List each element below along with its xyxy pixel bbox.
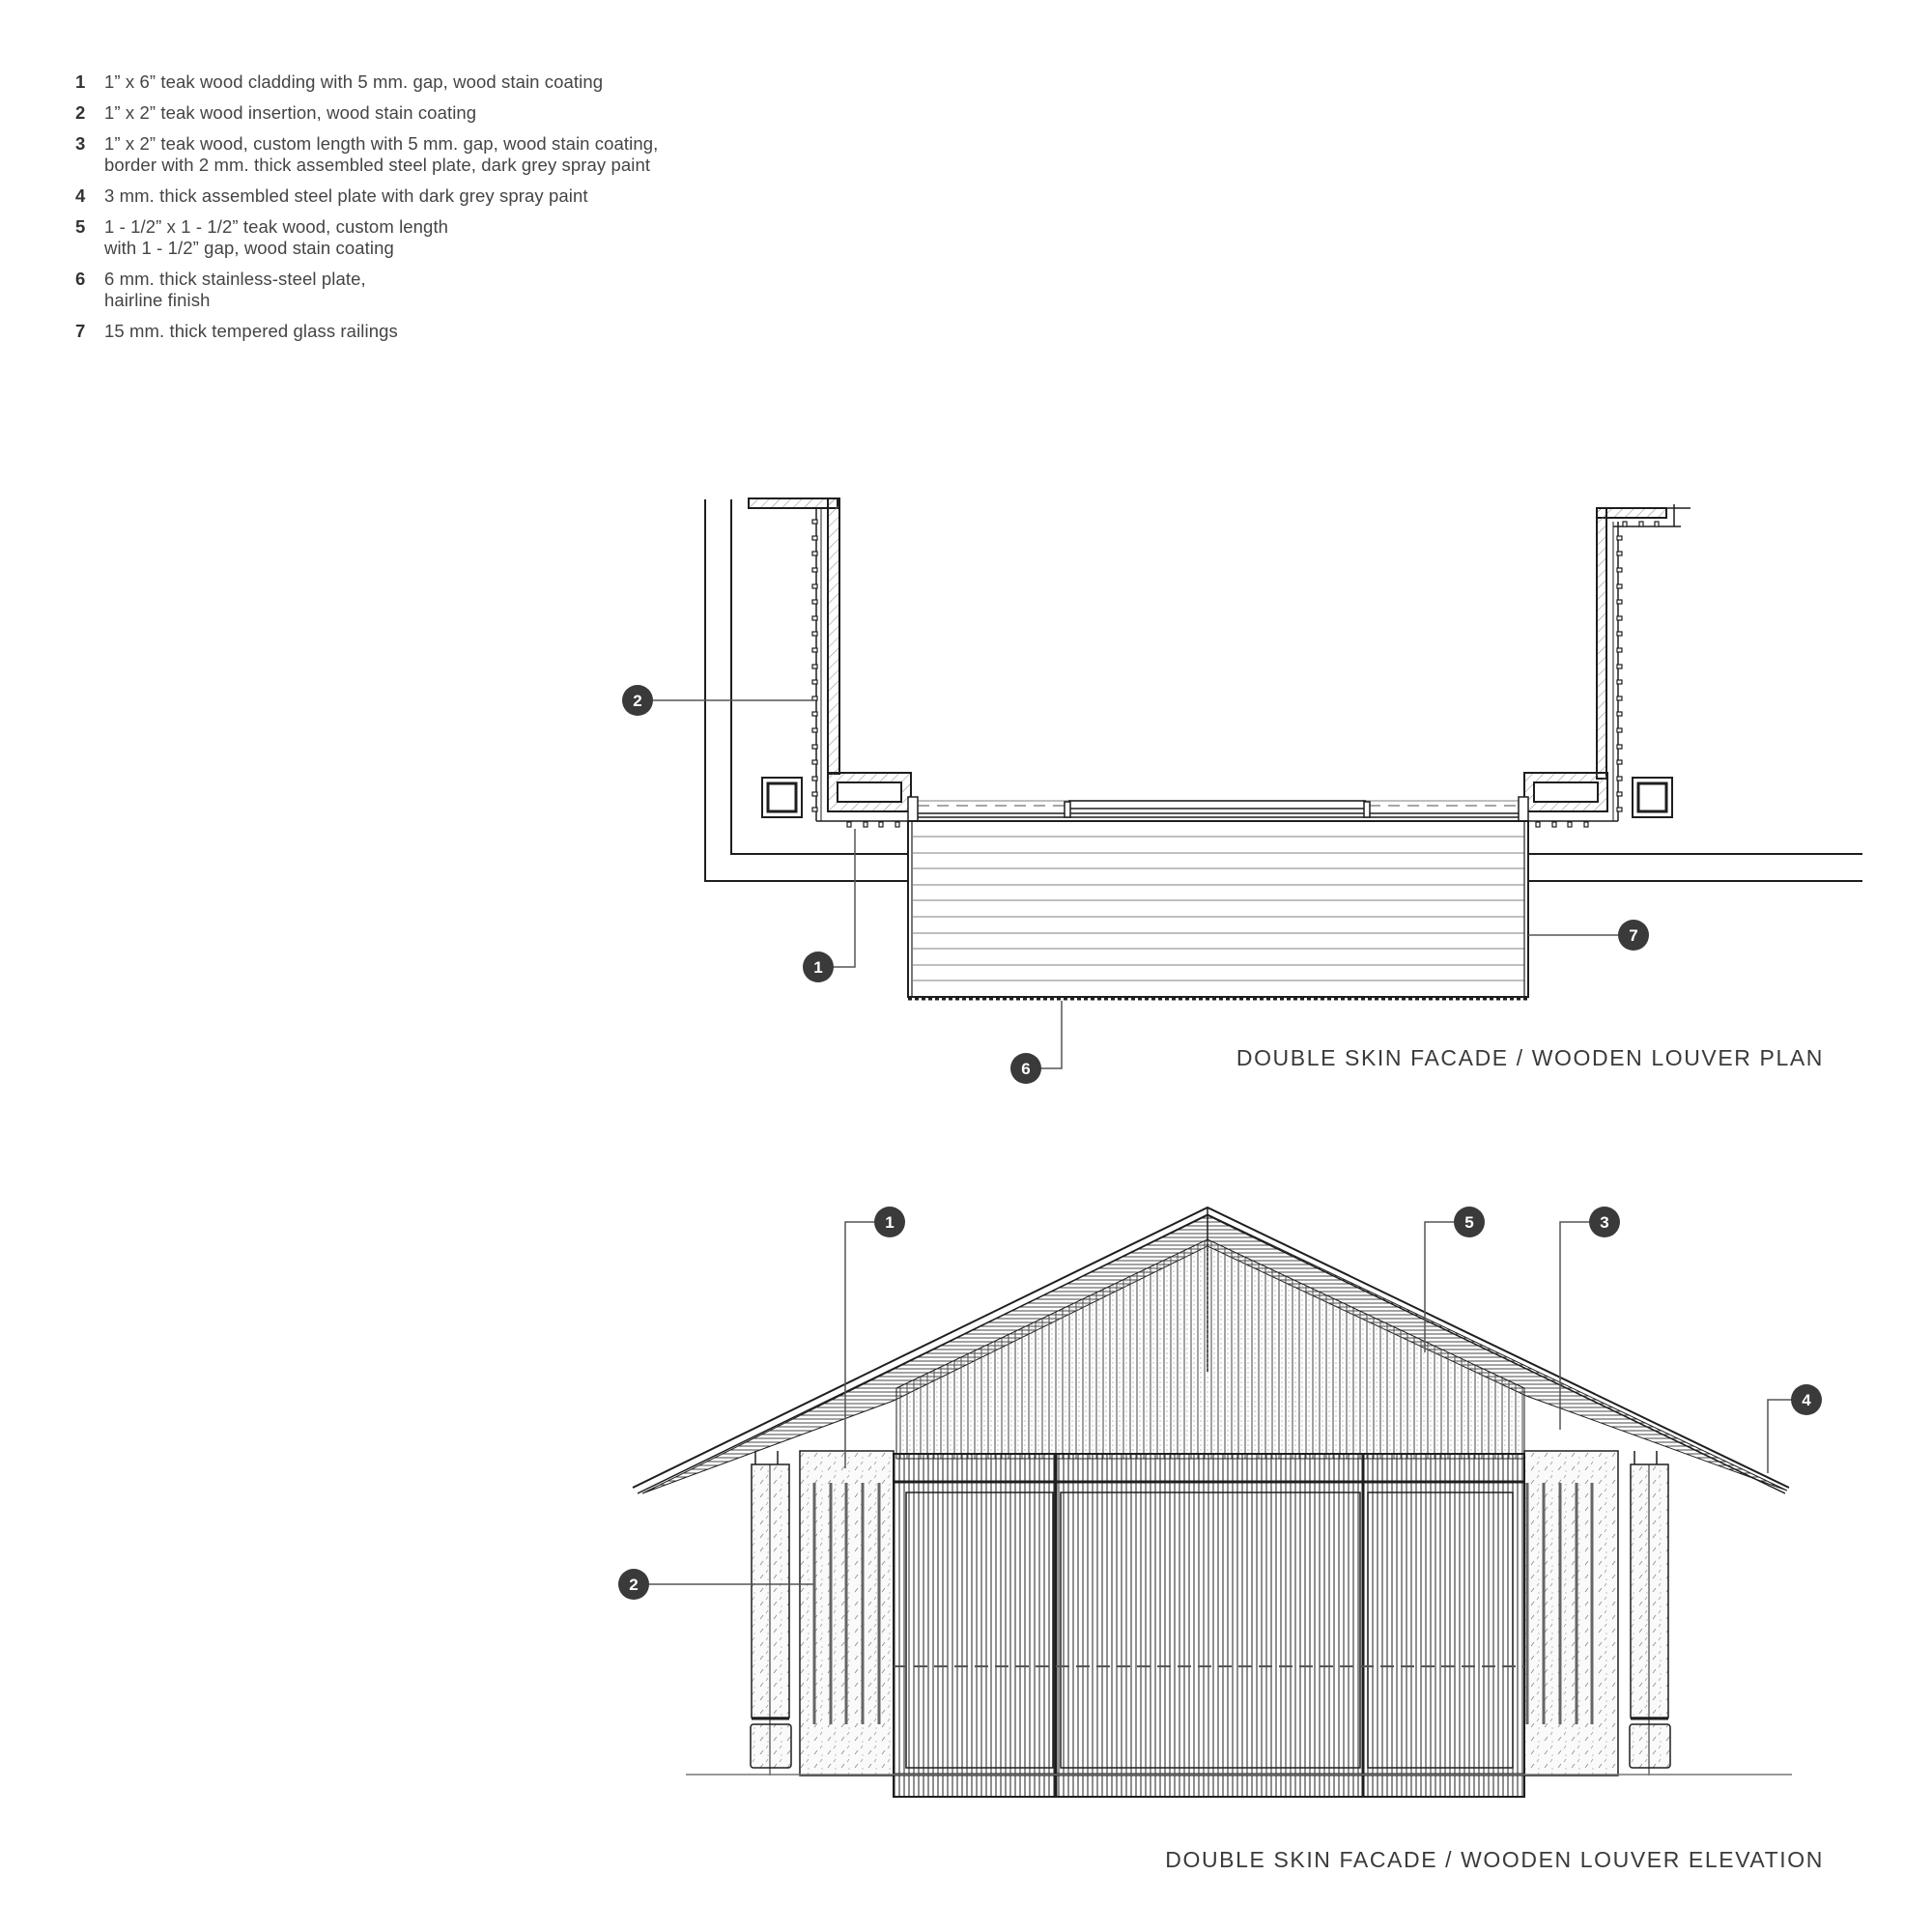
left-column-elevation	[750, 1451, 792, 1776]
top-rail	[907, 796, 1529, 822]
plan-view	[650, 497, 1862, 1069]
louver-panel-right	[1367, 1492, 1514, 1769]
elevation-title: DOUBLE SKIN FACADE / WOODEN LOUVER ELEVA…	[1165, 1847, 1824, 1872]
svg-text:6: 6	[1021, 1060, 1030, 1078]
left-column-section	[761, 777, 803, 818]
legend-item-6: 6 6 mm. thick stainless-steel plate, hai…	[75, 269, 771, 311]
legend-number: 2	[75, 102, 86, 123]
callout-elev-3: 3	[1589, 1207, 1620, 1237]
legend-description: 1 - 1/2” x 1 - 1/2” teak wood, custom le…	[104, 216, 449, 258]
plan-callouts: 2 1 6 7	[622, 685, 1649, 1084]
elevation-callouts: 1 5 3 4 2	[618, 1207, 1822, 1600]
material-legend: 1 1” x 6” teak wood cladding with 5 mm. …	[75, 71, 771, 352]
legend-description: 1” x 6” teak wood cladding with 5 mm. ga…	[104, 71, 604, 92]
callout-plan-1: 1	[803, 952, 834, 982]
legend-item-3: 3 1” x 2” teak wood, custom length with …	[75, 133, 771, 176]
louver-panel-left	[905, 1492, 1054, 1769]
gable-louver	[895, 1238, 1525, 1460]
elevation-view	[632, 1206, 1794, 1798]
plan-boundary-outer	[704, 499, 908, 882]
louver-plan-block	[907, 820, 1529, 998]
callout-plan-2: 2	[622, 685, 653, 716]
legend-number: 7	[75, 321, 86, 341]
svg-text:3: 3	[1600, 1213, 1608, 1232]
svg-text:1: 1	[813, 958, 822, 977]
svg-text:7: 7	[1629, 926, 1637, 945]
plan-leaders	[650, 699, 1621, 1069]
callout-elev-2: 2	[618, 1569, 649, 1600]
legend-number: 4	[75, 185, 86, 206]
legend-item-2: 2 1” x 2” teak wood insertion, wood stai…	[75, 102, 771, 124]
svg-text:5: 5	[1464, 1213, 1473, 1232]
legend-description: 15 mm. thick tempered glass railings	[104, 321, 398, 341]
main-louver-screen	[893, 1453, 1525, 1798]
legend-item-7: 7 15 mm. thick tempered glass railings	[75, 321, 771, 342]
callout-elev-5: 5	[1454, 1207, 1485, 1237]
left-wall-top-hatch	[748, 497, 838, 509]
svg-text:4: 4	[1802, 1391, 1811, 1409]
left-cladding-clips	[811, 519, 900, 828]
legend-number: 3	[75, 133, 86, 154]
svg-text:2: 2	[629, 1576, 638, 1594]
legend-description: 1” x 2” teak wood, custom length with 5 …	[104, 133, 659, 175]
svg-text:1: 1	[885, 1213, 894, 1232]
louver-plan-lines	[913, 836, 1524, 981]
legend-description: 3 mm. thick assembled steel plate with d…	[104, 185, 588, 206]
svg-text:2: 2	[633, 692, 641, 710]
callout-elev-1: 1	[874, 1207, 905, 1237]
legend-item-4: 4 3 mm. thick assembled steel plate with…	[75, 185, 771, 207]
callout-plan-7: 7	[1618, 920, 1649, 951]
side-insertions	[812, 1483, 1594, 1724]
legend-item-5: 5 1 - 1/2” x 1 - 1/2” teak wood, custom …	[75, 216, 771, 259]
legend-item-1: 1 1” x 6” teak wood cladding with 5 mm. …	[75, 71, 771, 93]
left-wall-vertical	[827, 497, 840, 775]
plan-boundary-inner	[730, 499, 908, 855]
legend-description: 6 mm. thick stainless-steel plate, hairl…	[104, 269, 366, 310]
legend-number: 5	[75, 216, 86, 237]
legend-number: 6	[75, 269, 86, 289]
plan-title: DOUBLE SKIN FACADE / WOODEN LOUVER PLAN	[1236, 1045, 1824, 1070]
legend-description: 1” x 2” teak wood insertion, wood stain …	[104, 102, 477, 123]
right-wall-vertical	[1596, 507, 1607, 780]
right-column-section	[1632, 777, 1673, 818]
callout-elev-4: 4	[1791, 1384, 1822, 1415]
right-column-elevation	[1629, 1451, 1671, 1776]
legend-number: 1	[75, 71, 86, 92]
louver-panel-center	[1060, 1492, 1361, 1769]
elevation-leaders	[646, 1221, 1794, 1585]
callout-plan-6: 6	[1010, 1053, 1041, 1084]
right-side-cladding	[1523, 1450, 1619, 1776]
right-cladding-clips	[1535, 521, 1660, 828]
